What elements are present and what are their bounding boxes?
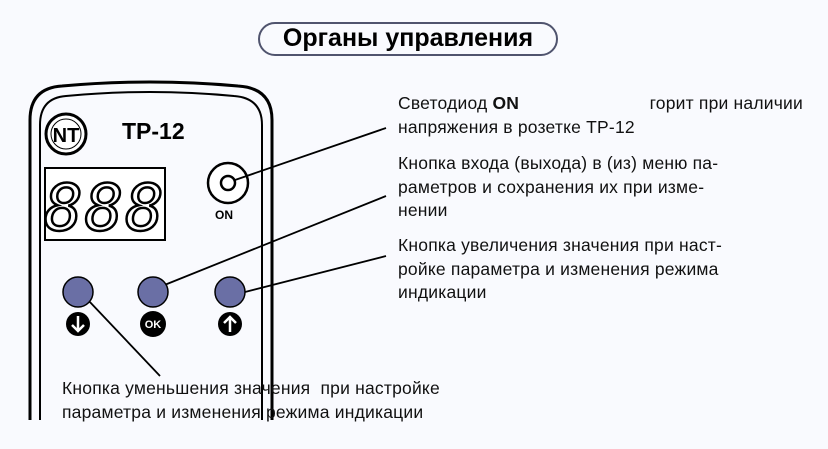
led-label: ON <box>215 208 233 222</box>
segment-display: 888 <box>44 172 166 246</box>
annotation-led: Светодиод ON горит при наличии напряжени… <box>398 93 803 137</box>
annotation-up: Кнопка увеличения значения при наст-ройк… <box>398 235 723 302</box>
leader-ok <box>161 195 387 287</box>
ok-badge <box>140 311 166 337</box>
up-button[interactable] <box>214 276 246 308</box>
page-title: Органы управления <box>258 22 558 56</box>
logo-icon <box>44 112 88 156</box>
annotation-down: Кнопка уменьшения значения при настройке… <box>62 378 440 422</box>
model-label: TP-12 <box>122 118 185 144</box>
leader-down <box>87 299 161 377</box>
arrow-down-icon <box>66 312 90 336</box>
ok-button[interactable] <box>137 276 169 308</box>
leader-led <box>234 127 387 181</box>
ok-label: OK <box>145 319 162 331</box>
arrow-up-icon <box>218 312 242 336</box>
display-frame <box>44 167 166 241</box>
down-button[interactable] <box>62 276 94 308</box>
leader-up <box>244 255 387 293</box>
annotation-ok: Кнопка входа (выхода) в (из) меню па-рам… <box>398 153 719 220</box>
device-outer-outline <box>28 80 274 420</box>
device-inner-outline <box>39 91 263 420</box>
logo-text: NT <box>53 125 80 147</box>
